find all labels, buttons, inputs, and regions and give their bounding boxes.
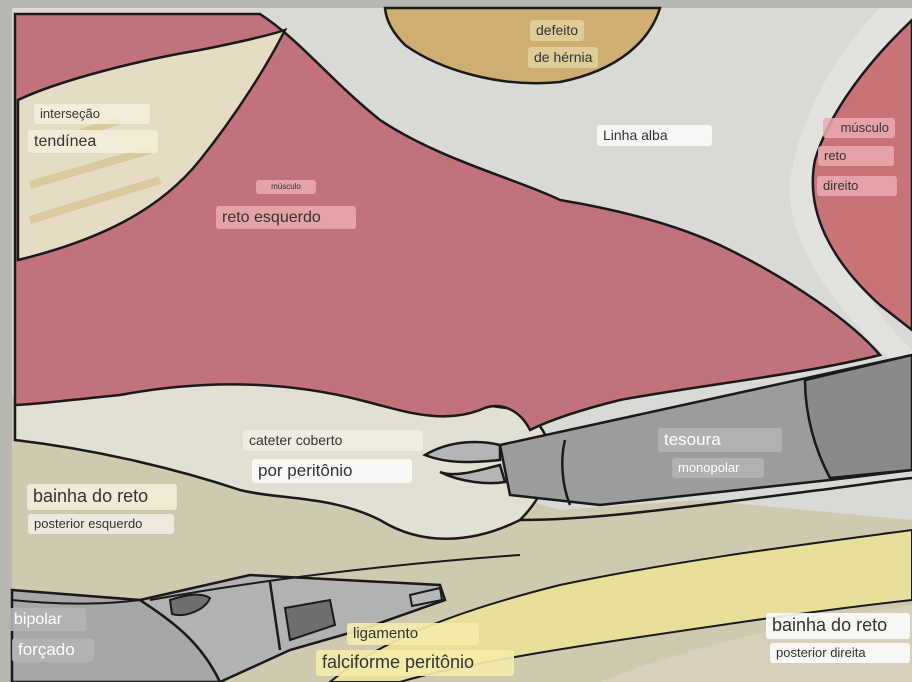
label-posterior-direita: posterior direita	[770, 643, 910, 663]
label-reto-direito: reto	[818, 146, 894, 166]
label-direito: direito	[817, 176, 897, 196]
label-forcado: forçado	[12, 638, 94, 662]
label-musculo-esquerdo: músculo	[256, 180, 316, 194]
label-bipolar: bipolar	[8, 608, 86, 631]
label-tesoura: tesoura	[658, 428, 782, 452]
label-posterior-esquerdo: posterior esquerdo	[28, 514, 174, 534]
label-falciforme-peritonio: falciforme peritônio	[316, 650, 514, 676]
label-monopolar: monopolar	[672, 458, 764, 478]
label-linha-alba: Linha alba	[597, 125, 712, 146]
label-de-hernia: de hérnia	[528, 47, 598, 68]
label-reto-esquerdo: reto esquerdo	[216, 206, 356, 229]
label-intersecao: interseção	[34, 104, 150, 124]
label-por-peritonio: por peritônio	[252, 459, 412, 483]
label-cateter-coberto: cateter coberto	[243, 430, 423, 451]
label-defeito: defeito	[530, 20, 584, 41]
label-musculo-direito: músculo	[823, 118, 895, 138]
label-bainha-reto-direita: bainha do reto	[766, 613, 910, 639]
label-ligamento: ligamento	[347, 623, 479, 645]
label-bainha-reto-esquerdo: bainha do reto	[27, 484, 177, 510]
label-tendinea: tendínea	[28, 130, 158, 153]
